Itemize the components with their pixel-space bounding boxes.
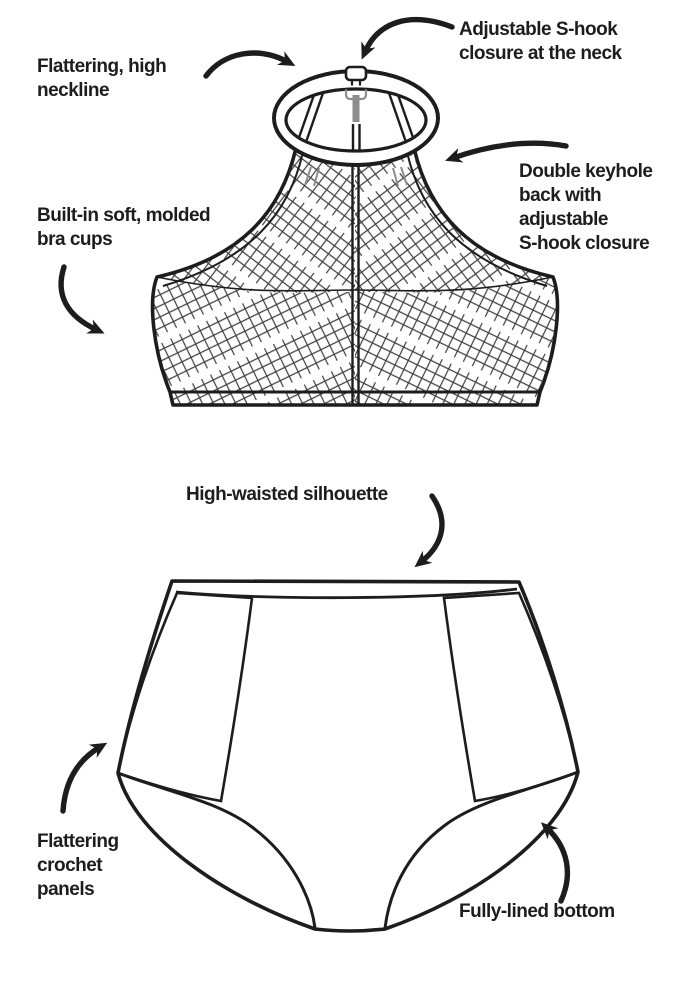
- lined-bottom-arrow-icon: [540, 822, 571, 904]
- bottom-body: [118, 581, 578, 931]
- top-neckline-inner-right: [406, 151, 548, 287]
- top-right-cup: [355, 277, 558, 405]
- top-upper-right-panel: [355, 148, 553, 293]
- bottom-waistband-seam: [175, 587, 518, 600]
- neckline-arrow-icon: [203, 50, 296, 79]
- top-cup-seam: [156, 276, 554, 292]
- top-center-seam: [351, 166, 360, 404]
- keyhole-back-arrow-icon: [445, 140, 569, 163]
- bra-cups-arrow-icon: [58, 264, 105, 334]
- top-neckline-inner-left: [162, 151, 304, 287]
- annotation-keyhole-back: Double keyhole back with adjustable S-ho…: [519, 161, 653, 254]
- bottom-left-crochet-panel: [116, 591, 254, 803]
- crochet-panels-arrow-icon: [60, 742, 108, 814]
- bottom-right-leg-binding: [383, 770, 579, 929]
- annotation-high-waist: High-waisted silhouette: [186, 484, 388, 505]
- neck-ring: [272, 65, 440, 167]
- top-outline: [150, 147, 560, 407]
- top-left-cup: [152, 277, 355, 405]
- annotation-neck-closure: Adjustable S-hook closure at the neck: [459, 19, 622, 64]
- annotation-crochet-panels: Flattering crochet panels: [37, 831, 119, 900]
- neck-closure-arrow-icon: [361, 17, 455, 60]
- annotation-bra-cups: Built-in soft, molded bra cups: [37, 205, 211, 250]
- annotation-arrows: [58, 17, 571, 904]
- bikini-bottom-illustration: [116, 579, 580, 933]
- bottom-left-leg-binding: [117, 771, 317, 929]
- bottom-outline: [116, 579, 580, 933]
- top-strap-stubs: [304, 166, 408, 187]
- neck-ring-straps: [294, 89, 418, 151]
- s-hook-tab: [344, 65, 368, 82]
- s-hook-inner: [344, 89, 368, 101]
- annotation-neckline: Flattering, high neckline: [37, 56, 167, 101]
- s-hook-connector: [350, 81, 362, 86]
- annotation-lined-bottom: Fully-lined bottom: [459, 901, 615, 922]
- high-waist-arrow-icon: [414, 493, 445, 568]
- bikini-top-illustration: [150, 65, 560, 407]
